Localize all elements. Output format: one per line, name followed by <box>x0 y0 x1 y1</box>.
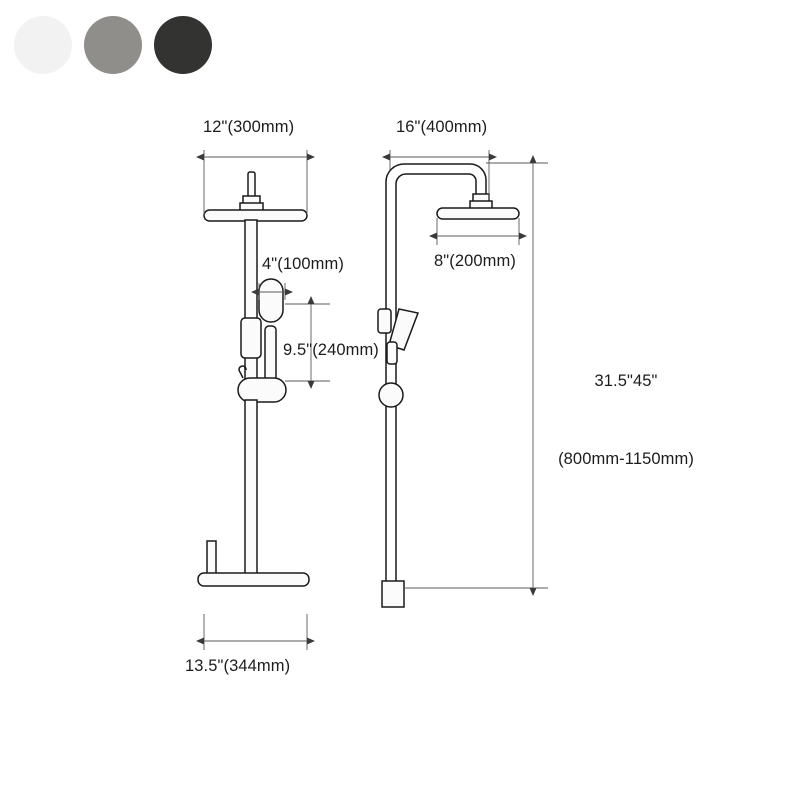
gooseneck-arm-outer <box>385 163 487 600</box>
black-swatch[interactable] <box>154 16 212 74</box>
riser-pipe-upper <box>244 219 258 387</box>
mixer-valve-body <box>237 377 287 403</box>
handheld-head <box>258 278 284 323</box>
dimension-label-handheld-width: 4"(100mm) <box>262 255 344 273</box>
wand-handle <box>386 341 398 365</box>
dimension-label-rain-head-width-left: 12"(300mm) <box>203 118 295 136</box>
overall-height-mm: (800mm-1150mm) <box>558 450 694 468</box>
wand-bracket <box>377 308 392 334</box>
riser-pipe-lower <box>244 399 258 576</box>
gooseneck-arm-inner <box>395 173 477 600</box>
rain-shower-head-disc-right <box>436 207 520 220</box>
dimension-label-rain-head-width-right: 8"(200mm) <box>434 252 516 270</box>
slider-knob <box>378 382 404 408</box>
handheld-handle <box>264 325 277 382</box>
gray-swatch[interactable] <box>84 16 142 74</box>
overall-height-inches: 31.5"45" <box>594 372 658 390</box>
riser-base-block <box>381 580 405 608</box>
dimension-label-spout-width: 13.5"(344mm) <box>185 657 291 675</box>
dimension-lines <box>196 150 548 650</box>
dimension-label-handheld-height: 9.5"(240mm) <box>283 341 379 359</box>
tub-spout-bar <box>197 572 310 587</box>
mixer-handle <box>238 365 247 379</box>
tub-spout-riser <box>206 540 217 576</box>
slide-bracket <box>240 317 262 359</box>
white-swatch[interactable] <box>14 16 72 74</box>
dimension-label-overall-height: 31.5"45" (800mm-1150mm) <box>541 316 711 524</box>
handheld-wand <box>388 308 420 351</box>
left-view-front-elevation <box>197 171 310 587</box>
dimension-label-arm-reach-right: 16"(400mm) <box>396 118 488 136</box>
rain-head-stem <box>247 171 256 199</box>
color-swatch-row <box>14 16 212 74</box>
right-view-side-elevation <box>377 163 520 608</box>
